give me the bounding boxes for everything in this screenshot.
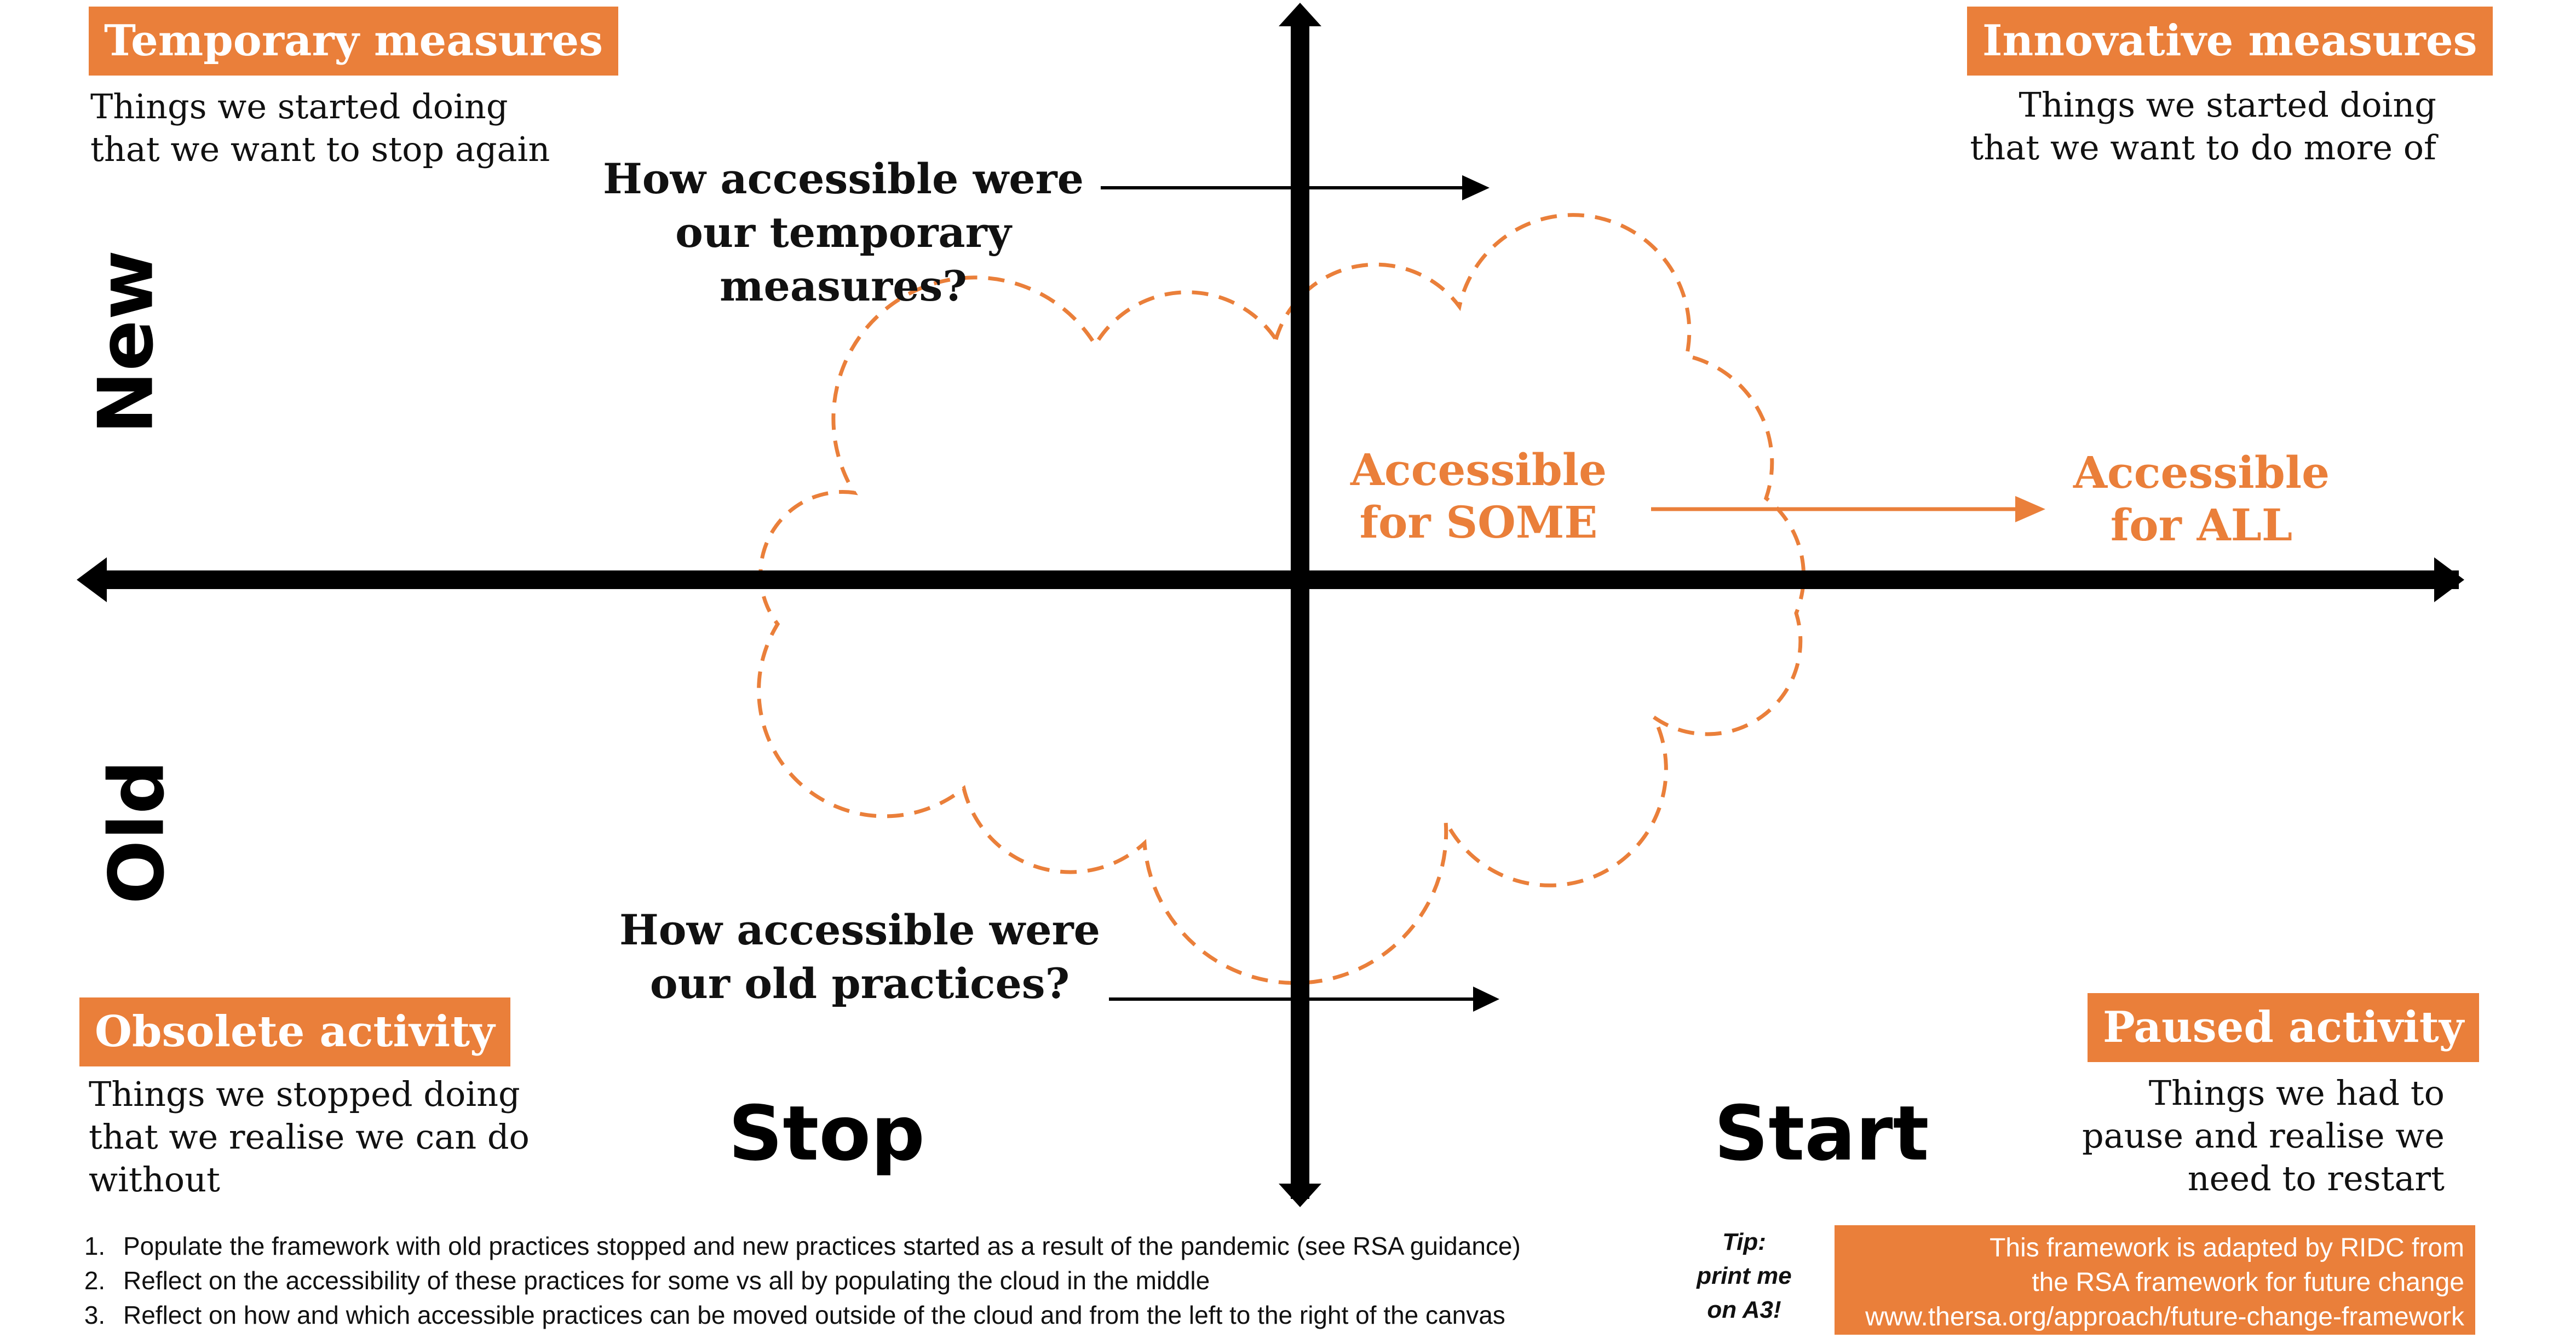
cloud-outline: [757, 213, 1806, 985]
arrow-temporary: [1101, 175, 1490, 200]
axis-label-old: Old: [93, 760, 181, 904]
desc-paused-activity: Things we had to pause and realise we ne…: [2082, 1073, 2445, 1198]
question-old: How accessible were our old practices?: [619, 906, 1100, 1008]
instruction-item: Reflect on how and which accessible prac…: [112, 1298, 1521, 1333]
instructions-list: Populate the framework with old practice…: [66, 1229, 1521, 1333]
arrow-some-to-all: [1651, 496, 2045, 522]
label-accessible-all: Accessible for ALL: [2073, 447, 2330, 551]
credit-box: This framework is adapted by RIDC from t…: [1835, 1225, 2475, 1335]
axis-label-start: Start: [1714, 1089, 1929, 1178]
desc-obsolete-activity: Things we stopped doing that we realise …: [89, 1074, 530, 1199]
desc-innovative-measures: Things we started doing that we want to …: [1970, 85, 2436, 168]
tip-note: Tip: print me on A3!: [1697, 1229, 1792, 1323]
vertical-axis: [1279, 3, 1321, 1207]
instruction-item: Populate the framework with old practice…: [112, 1229, 1521, 1264]
tag-innovative-measures: Innovative measures: [1967, 7, 2493, 76]
credit-link[interactable]: www.thersa.org/approach/future-change-fr…: [1865, 1302, 2464, 1331]
desc-temporary-measures: Things we started doing that we want to …: [90, 86, 550, 169]
instruction-item: Reflect on the accessibility of these pr…: [112, 1264, 1521, 1298]
question-temporary: How accessible were our temporary measur…: [603, 154, 1084, 310]
tag-paused-activity: Paused activity: [2088, 993, 2480, 1062]
arrow-old: [1109, 987, 1499, 1012]
label-accessible-some: Accessible for SOME: [1350, 444, 1607, 548]
axis-label-stop: Stop: [728, 1089, 925, 1178]
tag-obsolete-activity: Obsolete activity: [79, 997, 510, 1066]
horizontal-axis: [77, 557, 2464, 602]
axis-label-new: New: [82, 250, 170, 435]
tag-temporary-measures: Temporary measures: [89, 7, 618, 76]
